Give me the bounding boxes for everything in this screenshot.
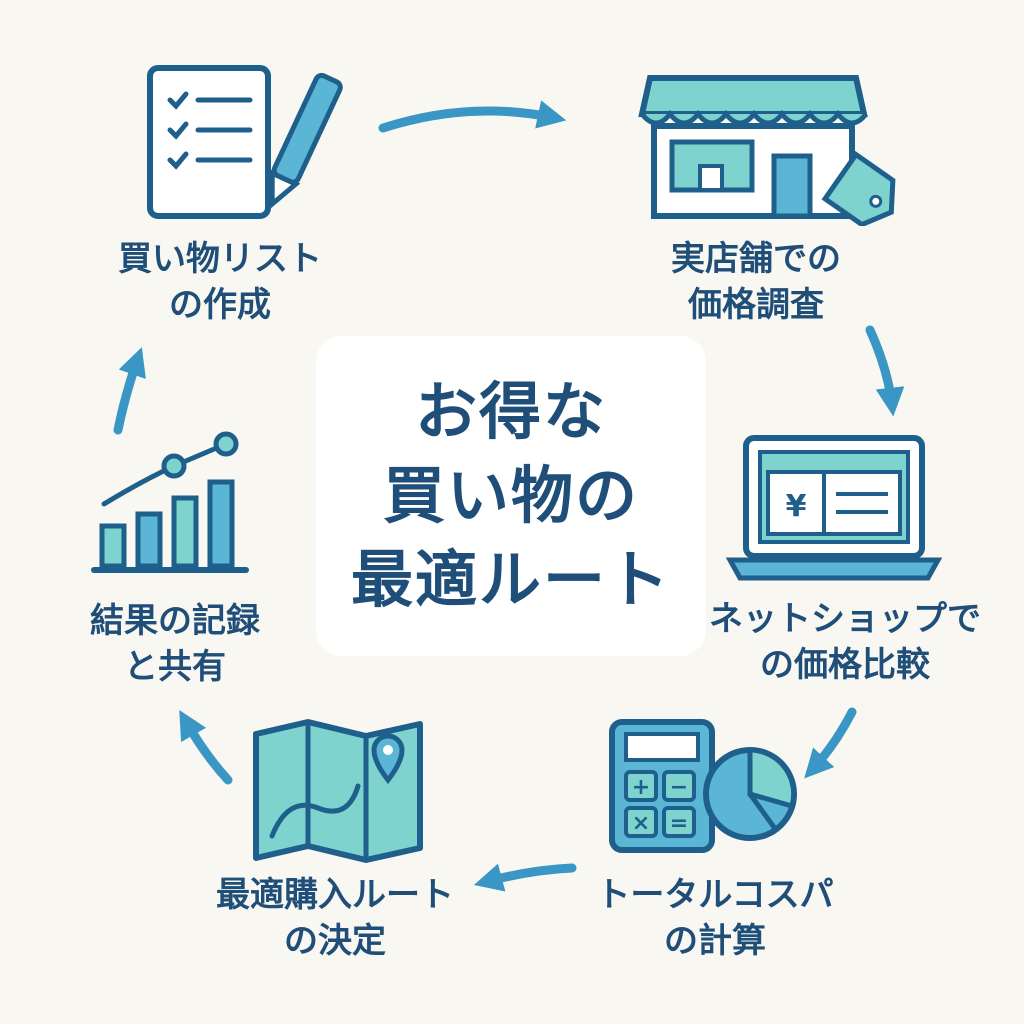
center-title-line-3: 最適ルート xyxy=(350,543,671,616)
step-5-label-line-2: の決定 xyxy=(284,921,386,961)
storefront-tag-icon xyxy=(638,75,896,226)
step-6-label: 結果の記録 と共有 xyxy=(70,598,280,690)
step-3-label-line-1: ネットショップで xyxy=(709,599,981,639)
center-title-card: お得な 買い物の 最適ルート xyxy=(316,336,706,656)
step-5-label: 最適購入ルート の決定 xyxy=(200,872,470,964)
step-6-label-line-2: と共有 xyxy=(124,647,226,687)
laptop-yen-icon: ¥ xyxy=(726,435,942,581)
arrow-record-to-list xyxy=(113,347,146,435)
step-3-label: ネットショップで の価格比較 xyxy=(700,596,990,688)
svg-text:×: × xyxy=(632,811,650,836)
svg-text:¥: ¥ xyxy=(786,489,807,524)
arrow-route-to-record xyxy=(179,709,233,785)
checklist-pencil-icon xyxy=(147,65,343,219)
step-3-label-line-2: の価格比較 xyxy=(760,645,930,685)
step-5-label-line-1: 最適購入ルート xyxy=(216,875,454,915)
map-route-icon xyxy=(253,719,423,863)
svg-text:+: + xyxy=(632,775,650,800)
step-1-label-line-2: の作成 xyxy=(169,285,271,325)
step-1-label-line-1: 買い物リスト xyxy=(118,239,322,279)
step-4-label-line-2: の計算 xyxy=(664,921,766,961)
svg-text:=: = xyxy=(670,811,688,836)
bar-chart-trend-icon xyxy=(91,431,249,573)
step-4-label-line-1: トータルコスパ xyxy=(596,875,834,915)
step-6-label-line-1: 結果の記録 xyxy=(90,601,260,641)
step-1-label: 買い物リスト の作成 xyxy=(100,236,340,328)
arrow-list-to-store xyxy=(378,100,567,133)
center-title-line-1: お得な xyxy=(414,375,607,448)
arrow-store-to-online xyxy=(865,325,905,417)
svg-text:−: − xyxy=(670,775,688,800)
arrow-cost-to-route xyxy=(473,863,577,892)
step-2-label-line-2: 価格調査 xyxy=(688,285,824,325)
arrow-online-to-cost xyxy=(804,707,857,779)
step-4-label: トータルコスパ の計算 xyxy=(590,872,840,964)
step-2-label: 実店舗での 価格調査 xyxy=(656,236,856,328)
center-title-line-2: 買い物の xyxy=(382,459,639,532)
step-2-label-line-1: 実店舗での xyxy=(671,239,841,279)
calculator-pie-icon: + − × = xyxy=(609,719,797,853)
center-title: お得な 買い物の 最適ルート xyxy=(351,370,671,622)
